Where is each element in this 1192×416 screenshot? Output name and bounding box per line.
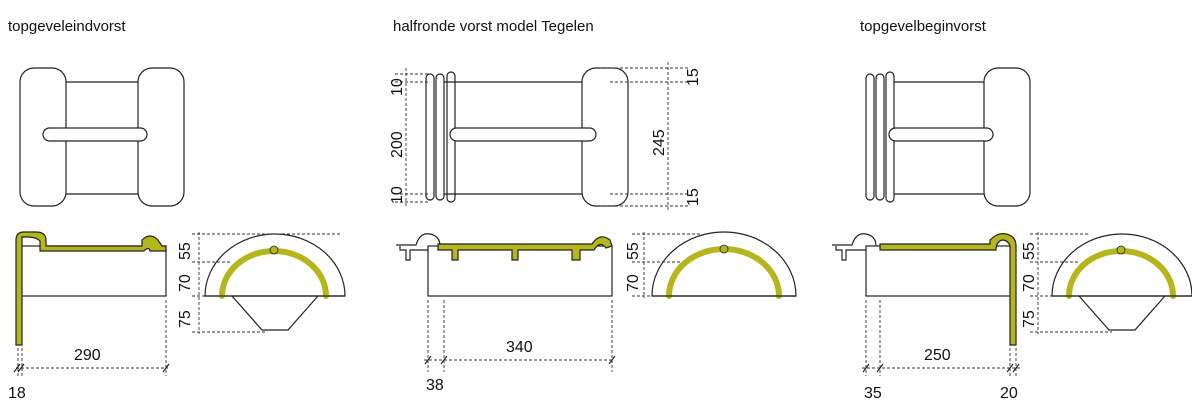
dim-55: 55 xyxy=(1021,242,1038,260)
dim-70: 70 xyxy=(625,274,642,292)
dim-245: 245 xyxy=(651,129,668,156)
dim-290: 290 xyxy=(74,347,101,364)
side-elevation xyxy=(15,231,167,346)
dim-340: 340 xyxy=(506,339,533,356)
dim-70: 70 xyxy=(177,274,194,292)
plan-view: 10 200 10 15 245 15 xyxy=(389,62,702,212)
dim-200: 200 xyxy=(389,131,406,158)
dim-15-bottom: 15 xyxy=(685,188,702,206)
dim-38: 38 xyxy=(426,377,444,394)
cross-section xyxy=(204,233,346,331)
dim-35: 35 xyxy=(864,385,882,402)
dim-250: 250 xyxy=(924,347,951,364)
dim-20: 20 xyxy=(1000,385,1018,402)
dim-18: 18 xyxy=(8,385,26,402)
title-topgeveleindvorst: topgeveleindvorst xyxy=(8,18,126,35)
dim-55: 55 xyxy=(177,242,194,260)
side-elevation xyxy=(832,233,1017,346)
dim-10-top: 10 xyxy=(389,78,406,96)
title-halfronde-vorst: halfronde vorst model Tegelen xyxy=(393,18,594,35)
cross-section xyxy=(1051,233,1192,331)
dim-15-top: 15 xyxy=(685,68,702,86)
drawing-topgevelbeginvorst: 250 35 20 55 70 75 xyxy=(832,67,1192,402)
side-elevation xyxy=(396,233,613,297)
dim-70: 70 xyxy=(1021,274,1038,292)
dim-55: 55 xyxy=(625,242,642,260)
dim-10-bottom: 10 xyxy=(389,186,406,204)
plan-view xyxy=(19,67,185,207)
cross-section xyxy=(651,231,797,299)
plan-view xyxy=(865,67,1031,207)
drawing-topgeveleindvorst: 290 18 55 70 75 xyxy=(8,67,346,402)
dim-75: 75 xyxy=(1021,310,1038,328)
drawing-halfronde-vorst: 10 200 10 15 245 15 34 xyxy=(389,62,797,394)
title-topgevelbeginvorst: topgevelbeginvorst xyxy=(860,18,986,35)
dim-75: 75 xyxy=(177,310,194,328)
